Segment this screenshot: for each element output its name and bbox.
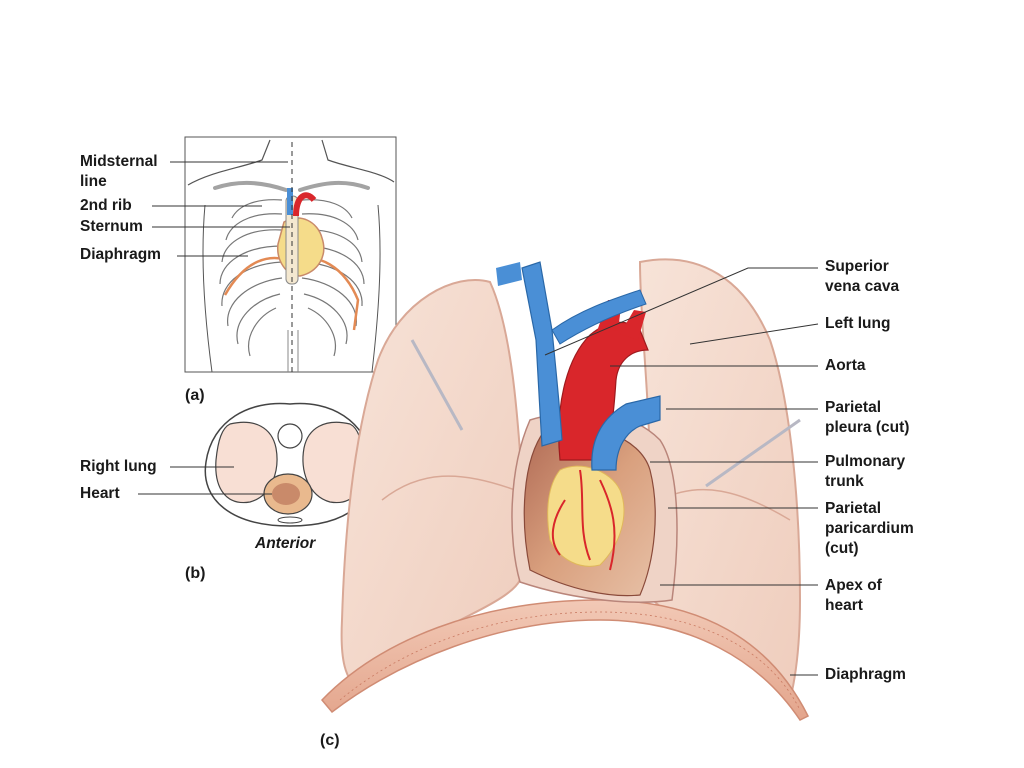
panel-c-leader-lines	[544, 267, 819, 676]
body-side-left	[202, 204, 213, 373]
label-diaphragm-a: Diaphragm	[80, 246, 161, 263]
aortic-branch-2	[620, 310, 646, 340]
label-diaphragm-c: Diaphragm	[825, 666, 906, 683]
panel-a-thorax-illustration	[184, 136, 397, 373]
lung-fissure-right	[381, 475, 516, 501]
diaphragm-stripes	[339, 611, 801, 711]
panel-b-leader-lines	[138, 466, 272, 495]
heart-section-inner	[272, 483, 300, 505]
vertebra	[277, 423, 303, 449]
label-aorta: Aorta	[825, 357, 866, 374]
label-midsternal-line: Midsternal line	[80, 153, 158, 190]
label-apex-of-heart: Apex of heart	[825, 577, 882, 614]
body-side-right	[371, 204, 381, 373]
label-superior-vena-cava: Superior vena cava	[825, 258, 900, 295]
label-heart: Heart	[80, 485, 120, 502]
panel-c-thoracic-cavity	[320, 258, 810, 721]
label-pulmonary-trunk: Pulmonary trunk	[825, 453, 906, 490]
mini-aorta	[293, 192, 317, 217]
retractor-right	[705, 418, 801, 488]
coronary-artery	[551, 469, 616, 571]
label-left-lung: Left lung	[825, 315, 891, 332]
label-2nd-rib: 2nd rib	[80, 197, 132, 214]
label-anterior: Anterior	[255, 535, 316, 552]
panel-a-leader-lines	[152, 161, 290, 257]
superior-vena-cava	[521, 261, 563, 447]
clavicle-right	[298, 180, 370, 192]
label-parietal-pleura: Parietal pleura (cut)	[825, 399, 910, 436]
brachiocephalic-vein	[551, 289, 647, 345]
diaphragm	[320, 599, 810, 721]
retractor-left	[410, 339, 464, 431]
panel-a-letter: (a)	[185, 387, 205, 404]
label-parietal-pericardium: Parietal paricardium (cut)	[825, 500, 914, 557]
pulmonary-trunk	[591, 395, 661, 471]
spine	[287, 330, 299, 372]
panel-b-letter: (b)	[185, 565, 206, 582]
right-lung-section	[215, 421, 278, 504]
clavicle-left	[213, 180, 288, 192]
panel-c-letter: (c)	[320, 732, 340, 749]
body-outline	[187, 139, 395, 186]
panel-b-cross-section	[204, 402, 374, 527]
vein-top-left	[496, 262, 522, 286]
label-right-lung: Right lung	[80, 458, 157, 475]
label-sternum: Sternum	[80, 218, 143, 235]
sternum-section	[277, 516, 303, 524]
